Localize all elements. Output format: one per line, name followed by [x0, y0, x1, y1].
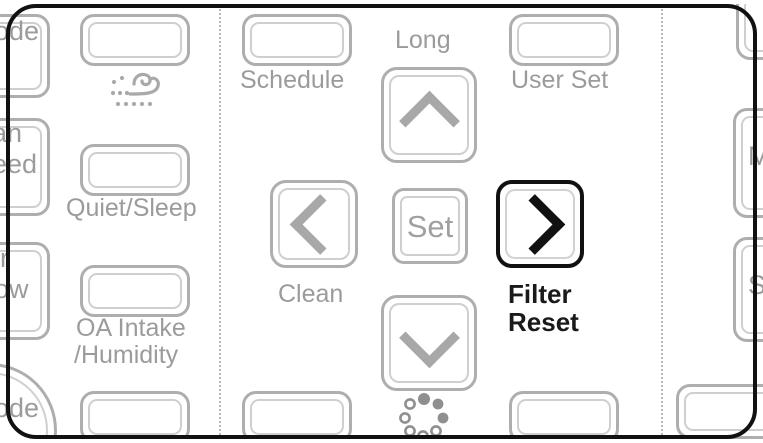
- schedule-label: Schedule: [240, 66, 345, 94]
- left-edge-label-mode: ode: [0, 16, 40, 46]
- right-arrow-filter-reset-button[interactable]: [496, 180, 584, 268]
- left-edge-label-air-flow: irow: [0, 243, 29, 305]
- oa-intake-humidity-button-inner: [88, 273, 182, 309]
- airflow-icon-button-inner: [88, 22, 182, 58]
- oa-intake-humidity-button[interactable]: [80, 265, 190, 317]
- rotate-dots-icon: [399, 393, 449, 442]
- oa-intake-humidity-label-line2: /Humidity: [74, 341, 179, 369]
- airflow-icon-button[interactable]: [80, 14, 190, 66]
- left-edge-label-mode-round: ode: [0, 393, 40, 423]
- column1-bottom-button[interactable]: [80, 391, 190, 443]
- divider-left: [219, 0, 221, 443]
- left-arrow-clean-button[interactable]: [270, 180, 358, 268]
- left-edge-label-air-flow-line1: ir: [0, 243, 9, 273]
- right-edge-button-s-inner: [741, 245, 763, 334]
- left-edge-button-air-flow-inner: [0, 250, 42, 332]
- clean-label: Clean: [278, 280, 344, 308]
- column4-bottom-button-inner: [517, 399, 611, 435]
- right-edge-button-top[interactable]: [736, 0, 763, 60]
- set-button[interactable]: Set: [392, 188, 468, 264]
- quiet-sleep-button[interactable]: [80, 144, 190, 196]
- chevron-left-icon: [289, 193, 351, 255]
- oa-intake-humidity-label-line1: OA Intake: [76, 314, 186, 342]
- set-button-inner: Set: [400, 196, 460, 256]
- up-arrow-button[interactable]: [381, 67, 477, 163]
- right-arrow-filter-reset-button-inner: [503, 189, 575, 259]
- filter-reset-label-line2: Reset: [508, 307, 579, 337]
- right-edge-button-m[interactable]: [733, 108, 763, 218]
- right-edge-button-bottom[interactable]: [676, 384, 763, 439]
- column2-bottom-button[interactable]: [242, 391, 352, 443]
- left-edge-label-fan-speed-line2: eed: [0, 149, 38, 179]
- airflow-icon: [110, 72, 160, 107]
- down-arrow-button[interactable]: [381, 295, 477, 391]
- schedule-button[interactable]: [242, 14, 352, 66]
- quiet-sleep-label: Quiet/Sleep: [66, 194, 197, 222]
- long-label: Long: [395, 26, 451, 54]
- left-edge-button-mode-inner: [0, 22, 42, 90]
- left-edge-label-fan-speed-line1: an: [0, 118, 23, 148]
- chevron-up-icon: [398, 90, 460, 152]
- column4-bottom-button[interactable]: [509, 391, 619, 443]
- divider-right: [661, 0, 663, 443]
- set-label: Set: [406, 208, 454, 244]
- up-arrow-button-inner: [389, 75, 469, 155]
- left-arrow-clean-button-inner: [278, 188, 351, 260]
- user-set-button[interactable]: [509, 14, 619, 66]
- right-edge-label-s: S: [748, 270, 763, 300]
- filter-reset-label-line1: Filter: [508, 279, 572, 309]
- left-edge-label-fan-speed: aneed: [0, 118, 37, 180]
- user-set-label: User Set: [511, 66, 609, 94]
- chevron-down-icon: [398, 306, 460, 368]
- mask-top: [0, 0, 763, 4]
- right-edge-button-bottom-inner: [684, 392, 763, 431]
- column2-bottom-button-inner: [250, 399, 344, 435]
- right-edge-button-s[interactable]: [733, 237, 763, 342]
- quiet-sleep-button-inner: [88, 152, 182, 188]
- down-arrow-button-inner: [389, 303, 469, 383]
- column1-bottom-button-inner: [88, 399, 182, 435]
- right-edge-button-top-inner: [744, 0, 763, 52]
- right-edge-button-m-inner: [741, 116, 763, 210]
- chevron-right-icon: [503, 193, 565, 255]
- left-edge-button-fan-speed-inner: [0, 126, 42, 208]
- schedule-button-inner: [250, 22, 344, 58]
- right-edge-label-m: M: [748, 141, 763, 171]
- user-set-button-inner: [517, 22, 611, 58]
- left-edge-label-air-flow-line2: ow: [0, 274, 29, 304]
- mask-bottom: [0, 439, 763, 443]
